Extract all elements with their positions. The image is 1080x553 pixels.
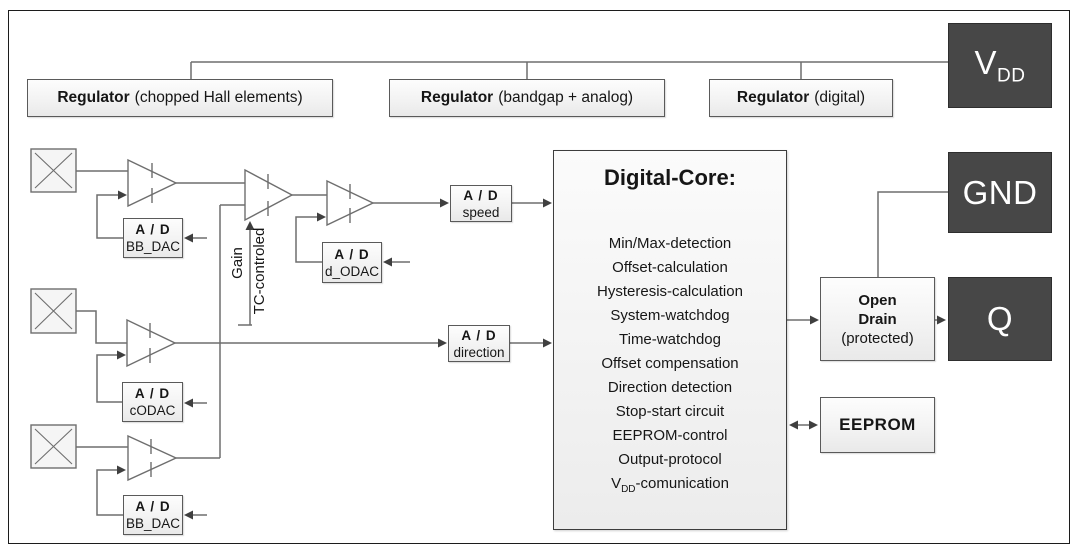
regulator-hall-detail: (chopped Hall elements) (134, 89, 303, 106)
eeprom-box: EEPROM (820, 397, 935, 453)
core-function-item: Time-watchdog (619, 331, 721, 348)
q-output-pad: Q (948, 277, 1052, 361)
adc-bb-dac-top-box: A / D BB_DAC (123, 218, 183, 258)
adc-label: A / D (134, 386, 171, 401)
adc-label: A / D (135, 499, 171, 514)
core-function-item: EEPROM-control (612, 427, 728, 444)
gain-label: Gain (229, 247, 246, 279)
diagram-border (8, 10, 1070, 544)
adc-speed-box: A / D speed (450, 185, 512, 222)
adc-label: A / D (461, 327, 497, 343)
adc-label: A / D (135, 222, 171, 237)
core-function-item: Offset compensation (601, 355, 739, 372)
open-drain-box: Open Drain (protected) (820, 277, 935, 361)
core-function-item: System-watchdog (610, 307, 730, 324)
adc-sublabel: d_ODAC (324, 263, 380, 279)
signal-wires (76, 170, 948, 516)
hall-element-speed (30, 148, 77, 193)
q-label: Q (986, 300, 1014, 337)
digital-core-title: Digital-Core: (604, 165, 736, 190)
adc-sublabel: cODAC (129, 403, 176, 418)
vdd-pad: VDD (948, 23, 1052, 108)
tc-controlled-label: TC-controled (251, 227, 268, 315)
core-function-item: Min/Max-detection (608, 235, 732, 252)
amplifier-gain-stage (244, 168, 294, 222)
hall-element-bottom (30, 424, 77, 469)
gnd-pad: GND (948, 152, 1052, 233)
hall-element-direction (30, 288, 77, 334)
vdd-label: VDD (974, 43, 1026, 87)
open-drain-line1: Open (858, 291, 897, 309)
adc-label: A / D (463, 187, 499, 203)
amplifier-bottom (127, 434, 178, 482)
adc-c-odac-box: A / D cODAC (122, 382, 183, 422)
adc-d-odac-box: A / D d_ODAC (322, 242, 382, 283)
adc-sublabel: direction (453, 344, 505, 360)
open-drain-line3: (protected) (841, 329, 914, 347)
eeprom-label: EEPROM (839, 415, 916, 434)
core-function-item: Direction detection (607, 379, 733, 396)
arrowheads (117, 190, 946, 520)
core-function-item: Output-protocol (618, 451, 722, 468)
adc-bb-dac-bottom-box: A / D BB_DAC (123, 495, 183, 535)
regulator-hall-box: Regulator(chopped Hall elements) (27, 79, 333, 117)
regulator-digital-box: Regulator(digital) (709, 79, 893, 117)
open-drain-line2: Drain (858, 310, 897, 328)
core-function-item: Stop-start circuit (615, 403, 725, 420)
regulator-bandgap-box: Regulator(bandgap + analog) (389, 79, 665, 117)
supply-bus-wires (190, 61, 948, 79)
adc-label: A / D (334, 246, 370, 262)
regulator-bandgap-label: Regulator (420, 89, 494, 106)
adc-sublabel: BB_DAC (125, 239, 181, 254)
regulator-bandgap-detail: (bandgap + analog) (498, 89, 634, 106)
regulator-digital-label: Regulator (736, 89, 810, 106)
adc-sublabel: speed (462, 204, 500, 220)
regulator-hall-label: Regulator (57, 89, 130, 106)
gnd-label: GND (962, 173, 1038, 211)
core-function-item: Offset-calculation (612, 259, 728, 276)
amplifier-1 (127, 158, 178, 208)
regulator-digital-detail: (digital) (814, 89, 866, 106)
core-function-item: Hysteresis-calculation (597, 283, 743, 300)
adc-direction-box: A / D direction (448, 325, 510, 362)
adc-sublabel: BB_DAC (125, 516, 181, 531)
amplifier-speed-stage (326, 179, 375, 227)
amplifier-direction (126, 318, 177, 368)
digital-core-vdd-comunication: VDD-comunication (611, 475, 729, 495)
